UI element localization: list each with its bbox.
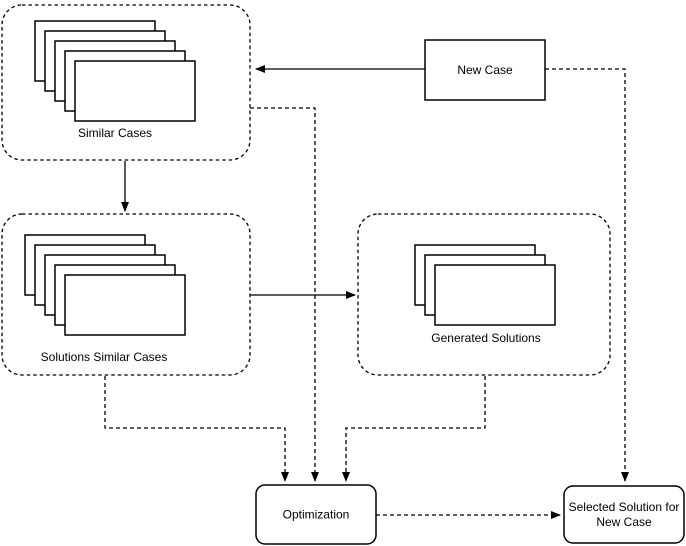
edge-generated-to-optimization [342, 376, 486, 482]
similar-cases-group-card-5 [74, 60, 196, 122]
generated-solutions-group [357, 213, 611, 376]
similar-cases-group-label: Similar Cases [78, 126, 152, 140]
solutions-similar-cases-group-card-5 [64, 274, 186, 336]
new-case-node-label: New Case [457, 63, 513, 77]
generated-solutions-group-card-3 [434, 264, 556, 326]
optimization-node [255, 484, 377, 545]
edge-new-case-to-selected-solution [545, 68, 629, 482]
edge-similar-cases-to-optimization [250, 107, 319, 482]
edge-solutions-to-optimization [104, 376, 289, 482]
generated-solutions-group-label: Generated Solutions [431, 331, 540, 345]
solutions-similar-cases-group-label: Solutions Similar Cases [41, 350, 168, 364]
new-case-node [424, 39, 546, 101]
selected-solution-node [563, 485, 685, 544]
optimization-node-label: Optimization [283, 508, 350, 522]
similar-cases-group [1, 4, 251, 161]
